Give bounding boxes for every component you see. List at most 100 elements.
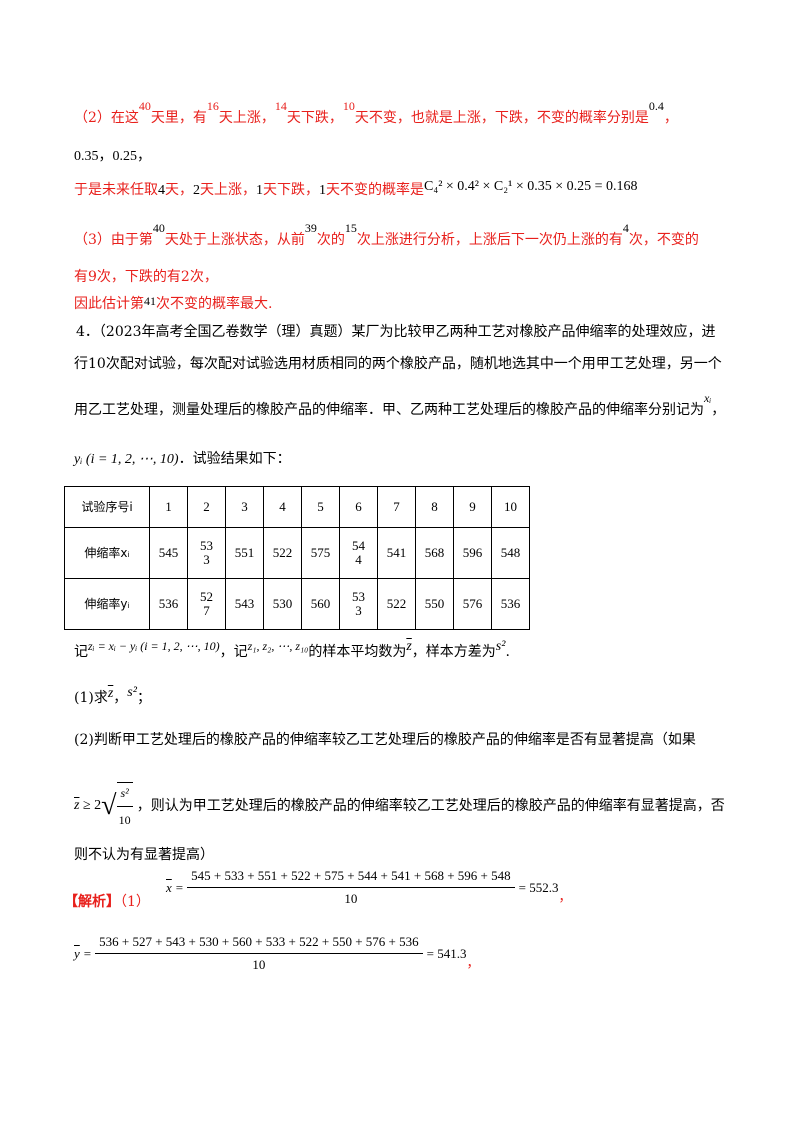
part3-text: 次的 — [316, 232, 345, 248]
y-sum: 536 + 527 + 543 + 530 + 560 + 533 + 522 … — [95, 934, 423, 954]
part2-text: ， — [663, 110, 678, 126]
table-cell: 522 — [377, 578, 416, 630]
sqrt-symbol: √ — [101, 790, 117, 821]
table-cell: 548 — [491, 527, 530, 579]
part3-text: 次，不变的 — [628, 232, 699, 248]
part2-line-2: 0.35，0.25， — [74, 149, 151, 164]
y-mean-equation: y= 536 + 527 + 543 + 530 + 560 + 533 + 5… — [74, 934, 479, 973]
table-cell: 550 — [415, 578, 454, 630]
table-cell: 52 7 — [187, 578, 226, 630]
text: 的样本平均数为 — [308, 644, 407, 660]
part2-line-3: 于是未来任取4天，2天上涨，1天下跌，1天不变的概率是C₄² × 0.4² × … — [74, 179, 638, 201]
question-2-line-1: (2)判断甲工艺处理后的橡胶产品的伸缩率较乙工艺处理后的橡胶产品的伸缩率是否有显… — [74, 732, 696, 748]
num-40: 40 — [152, 221, 165, 235]
part3-line-3: 因此估计第41次不变的概率最大. — [74, 294, 272, 314]
s-squared: s² — [127, 685, 137, 700]
table-cell: 6 — [339, 486, 378, 528]
text: ，记 — [219, 644, 248, 660]
define-z-line: 记zᵢ = xᵢ − yᵢ (i = 1, 2, ⋯, 10)，记z₁, z₂,… — [74, 639, 510, 663]
problem4-text: 用乙工艺处理，测量处理后的橡胶产品的伸缩率．甲、乙两种工艺处理后的橡胶产品的伸缩… — [74, 402, 704, 418]
num-14: 14 — [274, 99, 287, 113]
z-sequence: z₁, z₂, ⋯, z₁₀ — [247, 639, 309, 653]
problem4-line-2: 行10次配对试验，每次配对试验选用材质相同的两个橡胶产品，随机地选其中一个用甲工… — [74, 356, 722, 372]
table-cell: 2 — [187, 486, 226, 528]
num-15: 15 — [344, 221, 357, 235]
table-header: 伸缩率yᵢ — [64, 578, 150, 630]
part2-text: 天下跌， — [286, 110, 343, 126]
part3-line-2: 有9次，下跌的有2次， — [74, 269, 218, 285]
table-cell: 54 4 — [339, 527, 378, 579]
x-sum: 545 + 533 + 551 + 522 + 575 + 544 + 541 … — [187, 868, 515, 888]
comma: ， — [466, 955, 480, 970]
num-4: 4 — [622, 221, 629, 235]
solution-label-line: 【解析】（1） — [64, 892, 150, 912]
num-39: 39 — [304, 221, 317, 235]
equals-sign: = — [83, 945, 92, 961]
question-2-line-3: 则不认为有显著提高） — [74, 847, 214, 863]
s-squared: s² — [495, 639, 506, 654]
results-table: 试验序号i 1 2 3 4 5 6 7 8 9 10 伸缩率xᵢ 545 53 … — [64, 486, 530, 630]
table-cell: 53 3 — [339, 578, 378, 630]
problem4-text: ．试验结果如下： — [178, 451, 291, 467]
part2-text: 天， — [165, 182, 193, 198]
table-header: 伸缩率xᵢ — [64, 527, 150, 579]
num-40: 40 — [138, 99, 151, 113]
num-2: 2 — [193, 183, 200, 198]
num-10: 10 — [342, 99, 355, 113]
table-cell: 551 — [225, 527, 264, 579]
z-bar: z — [74, 798, 80, 813]
table-header: 试验序号i — [64, 486, 150, 528]
x-count: 10 — [344, 891, 358, 906]
table-cell: 536 — [491, 578, 530, 630]
table-row: 伸缩率xᵢ 545 53 3 551 522 575 54 4 541 568 … — [64, 527, 530, 579]
part2-text: 天上涨， — [218, 110, 275, 126]
problem4-text: ， — [711, 402, 726, 418]
part3-line-1: （3）由于第40天处于上涨状态，从前39次的15次上涨进行分析，上涨后下一次仍上… — [74, 221, 699, 250]
comma: ， — [558, 889, 572, 904]
table-row: 伸缩率yᵢ 536 52 7 543 530 560 53 3 522 550 … — [64, 578, 530, 630]
fraction-numerator: s² — [116, 783, 133, 807]
criterion-lhs: z ≥ 2 — [74, 798, 102, 813]
y-mean-fraction: 536 + 527 + 543 + 530 + 560 + 533 + 522 … — [95, 934, 423, 973]
index-range: yᵢ (i = 1, 2, ⋯, 10) — [74, 452, 179, 467]
part2-text: 天上涨， — [200, 182, 256, 198]
text: (1)求 — [74, 690, 108, 706]
table-cell: 541 — [377, 527, 416, 579]
question-1: (1)求z，s²； — [74, 685, 151, 709]
part3-text: （3）由于第 — [74, 232, 153, 248]
text: 记 — [74, 644, 88, 660]
table-cell: 1 — [149, 486, 188, 528]
part2-text: （2）在这 — [74, 110, 139, 126]
table-cell: 596 — [453, 527, 492, 579]
problem4-line-4: yᵢ (i = 1, 2, ⋯, 10)．试验结果如下： — [74, 449, 291, 470]
table-cell: 10 — [491, 486, 530, 528]
table-cell: 560 — [301, 578, 340, 630]
part3-text: 次上涨进行分析，上涨后下一次仍上涨的有 — [356, 232, 623, 248]
z-bar: z — [107, 686, 114, 701]
z-definition: zᵢ = xᵢ − yᵢ (i = 1, 2, ⋯, 10) — [88, 639, 220, 653]
part3-text: 次不变的概率最大. — [156, 296, 273, 312]
text: ； — [136, 690, 151, 706]
probability-formula: C₄² × 0.4² × C₂¹ × 0.35 × 0.25 = 0.168 — [424, 179, 638, 194]
table-cell: 575 — [301, 527, 340, 579]
table-cell: 9 — [453, 486, 492, 528]
num-4: 4 — [158, 183, 165, 198]
solution-label: 【解析】 — [64, 894, 120, 910]
table-cell: 53 3 — [187, 527, 226, 579]
table-cell: 536 — [149, 578, 188, 630]
text: . — [505, 644, 510, 660]
part2-line-1: （2）在这40天里，有16天上涨，14天下跌，10天不变，也就是上涨，下跌，不变… — [74, 99, 678, 128]
x-mean-result: = 552.3 — [518, 879, 559, 895]
equals-sign: = — [175, 879, 184, 895]
table-cell: 568 — [415, 527, 454, 579]
table-cell: 522 — [263, 527, 302, 579]
num-1b: 1 — [319, 183, 326, 198]
var-xi: xᵢ — [704, 391, 712, 405]
solution-part: （1） — [120, 894, 150, 910]
table-cell: 8 — [415, 486, 454, 528]
table-cell: 543 — [225, 578, 264, 630]
part2-text: 天不变，也就是上涨，下跌，不变的概率分别是 — [354, 110, 649, 126]
table-row: 试验序号i 1 2 3 4 5 6 7 8 9 10 — [64, 486, 530, 528]
